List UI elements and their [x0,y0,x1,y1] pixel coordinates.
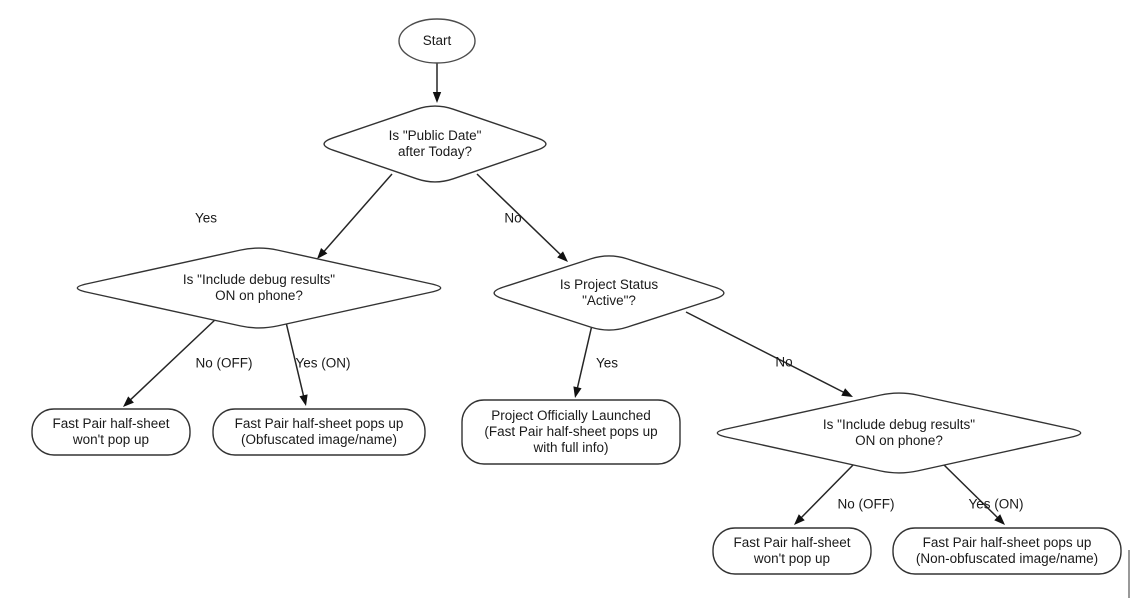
node-debug-results-right-decision[interactable]: Is "Include debug results"ON on phone? [716,392,1082,474]
arrowhead-icon [123,396,134,407]
arrowhead-icon [994,514,1005,525]
node-obfuscated-popup[interactable]: Fast Pair half-sheet pops up(Obfuscated … [212,408,426,456]
node-public-date-decision[interactable]: Is "Public Date"after Today? [323,105,547,183]
arrowhead-icon [317,247,328,259]
arrowhead-icon [299,394,308,406]
node-label-debug-results-right-decision: Is "Include debug results"ON on phone? [823,417,975,448]
edge-label-project-status-no: No [775,355,792,370]
node-label-project-launched: Project Officially Launched(Fast Pair ha… [484,408,657,455]
edge-public-date-yes [317,173,393,259]
edge-path [941,462,1003,523]
node-project-status-decision[interactable]: Is Project Status"Active"? [493,255,725,331]
edge-project-status-yes [573,324,593,398]
node-label-obfuscated-popup: Fast Pair half-sheet pops up(Obfuscated … [235,416,404,447]
node-project-launched[interactable]: Project Officially Launched(Fast Pair ha… [461,399,681,465]
edge-project-status-no [685,311,853,397]
edge-debug-left-no-off [123,317,218,407]
edge-path [796,462,856,523]
edge-label-debug-right-yes-on: Yes (ON) [968,497,1023,512]
ellipse-shape [398,18,476,64]
edge-debug-right-yes-on [941,462,1005,525]
edge-path [284,317,306,403]
node-label-debug-results-left-decision: Is "Include debug results"ON on phone? [183,272,335,303]
arrowhead-icon [432,92,442,103]
node-non-obfuscated-popup[interactable]: Fast Pair half-sheet pops up(Non-obfusca… [892,527,1122,575]
rounded-rect-shape [212,408,426,456]
node-label-project-status-decision: Is Project Status"Active"? [560,277,659,308]
diamond-shape [493,255,725,331]
edge-label-project-status-yes: Yes [596,356,618,371]
edge-path [476,173,566,260]
edge-path [575,324,593,395]
edge-label-debug-right-no-off: No (OFF) [838,497,895,512]
edge-public-date-no [476,173,568,262]
rounded-rect-shape [31,408,191,456]
arrowhead-icon [794,514,805,525]
edge-path [685,311,850,396]
rounded-rect-shape [712,527,872,575]
arrowhead-icon [557,251,568,262]
rounded-rect-shape [892,527,1122,575]
edges-layer [123,63,1005,525]
edge-label-debug-left-yes-on: Yes (ON) [295,356,350,371]
node-debug-results-left-decision[interactable]: Is "Include debug results"ON on phone? [76,247,442,329]
node-start[interactable]: Start [398,18,476,64]
edge-label-public-date-no: No [504,211,521,226]
node-label-non-obfuscated-popup: Fast Pair half-sheet pops up(Non-obfusca… [916,535,1098,566]
rounded-rect-shape [461,399,681,465]
edge-label-public-date-yes: Yes [195,211,217,226]
edge-path [319,173,393,257]
edge-debug-right-no-off [794,462,856,525]
diamond-shape [323,105,547,183]
node-label-start: Start [423,33,452,48]
nodes-layer: Start Is "Public Date"after Today? Is "Inc… [31,18,1122,575]
diamond-shape [716,392,1082,474]
arrowhead-icon [573,386,582,398]
edge-label-debug-left-no-off: No (OFF) [196,356,253,371]
diamond-shape [76,247,442,329]
edge-debug-left-yes-on [284,317,308,406]
node-label-public-date-decision: Is "Public Date"after Today? [389,128,482,159]
edge-path [125,317,218,405]
edge-start-to-public-date [432,63,442,103]
arrowhead-icon [841,388,853,397]
